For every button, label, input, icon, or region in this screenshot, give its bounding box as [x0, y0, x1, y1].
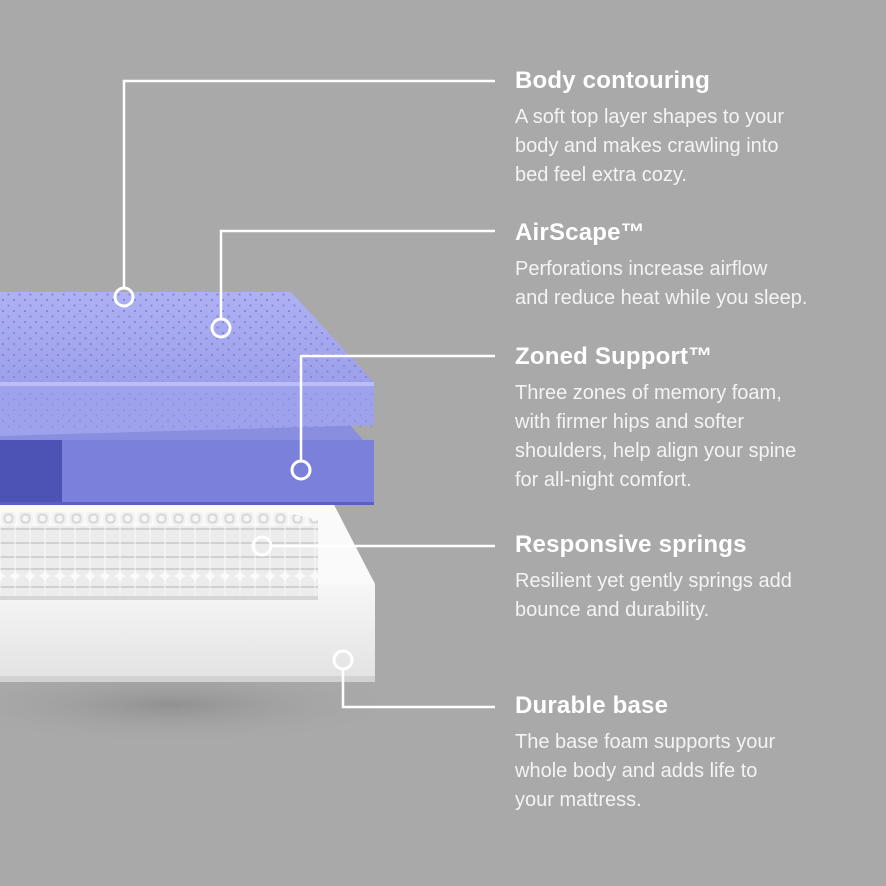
feature-title: AirScape™	[515, 219, 645, 246]
marker-zoned-support	[290, 459, 312, 481]
callout-lines	[122, 79, 495, 709]
feature-responsive-springs: Responsive springs Resilient yet gently …	[515, 531, 875, 625]
feature-description: Resilient yet gently springs add bounce …	[515, 570, 792, 621]
feature-zoned-support: Zoned Support™ Three zones of memory foa…	[515, 343, 875, 495]
marker-body-contouring	[113, 286, 135, 308]
callout-line-airscape	[219, 229, 495, 318]
marker-airscape	[210, 317, 232, 339]
marker-durable-base	[332, 649, 354, 671]
feature-title: Zoned Support™	[515, 343, 713, 370]
feature-description: A soft top layer shapes to your body and…	[515, 106, 785, 186]
feature-body-contouring: Body contouring A soft top layer shapes …	[515, 67, 875, 190]
responsive-springs-layer	[0, 512, 318, 600]
feature-description: Perforations increase airflow and reduce…	[515, 258, 808, 309]
callout-line-zoned-support	[299, 354, 495, 460]
feature-airscape: AirScape™ Perforations increase airflow …	[515, 219, 875, 313]
feature-title: Durable base	[515, 692, 669, 719]
feature-title: Responsive springs	[515, 531, 747, 558]
callout-line-body-contouring	[122, 79, 495, 287]
marker-responsive-springs	[251, 535, 273, 557]
callout-line-durable-base	[341, 670, 495, 709]
feature-durable-base: Durable base The base foam supports your…	[515, 692, 875, 815]
feature-description: The base foam supports your whole body a…	[515, 731, 776, 811]
top-comfort-layer	[0, 292, 374, 436]
base-shadow	[0, 665, 410, 745]
feature-description: Three zones of memory foam, with firmer …	[515, 382, 797, 491]
feature-title: Body contouring	[515, 67, 710, 94]
